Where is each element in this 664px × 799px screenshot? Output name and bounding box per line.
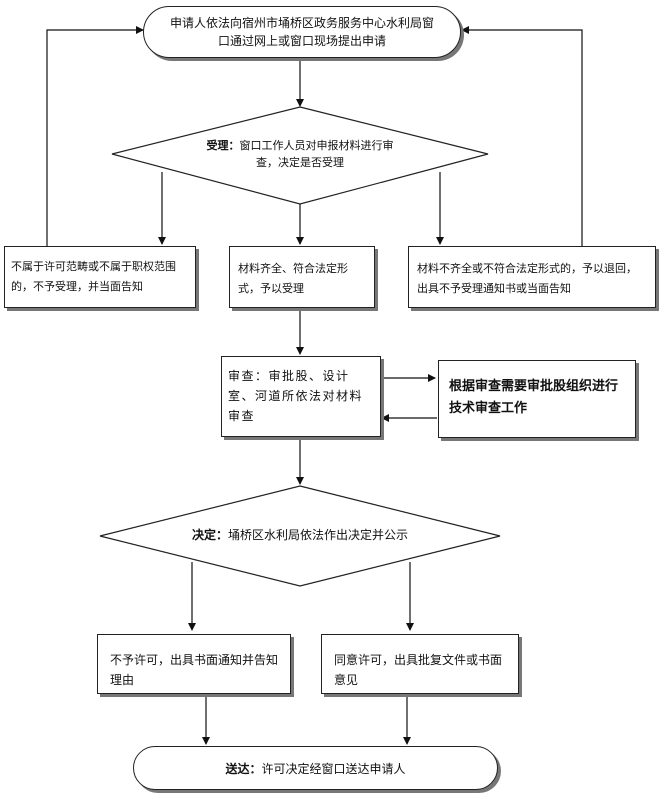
accepted-text: 材料齐全、符合法定形式，予以受理 <box>238 262 348 295</box>
arrow-reject-scope-back-to-start <box>46 26 144 246</box>
arrow-incomplete-back-to-start <box>461 26 583 246</box>
approve-text: 同意许可，出具批复文件或书面意见 <box>334 653 503 687</box>
deny-box: 不予许可，出具书面通知并告知理由 <box>97 634 291 694</box>
start-text: 申请人依法向宿州市埇桥区政务服务中心水利局窗口通过网上或窗口现场提出申请 <box>170 16 435 48</box>
decision-text: 决定：埇桥区水利局依法作出决定并公示 <box>150 527 450 544</box>
deliver-text: 许可决定经窗口送达申请人 <box>261 761 406 776</box>
decision-body: 埇桥区水利局依法作出决定并公示 <box>228 528 409 542</box>
accepted-box: 材料齐全、符合法定形式，予以受理 <box>229 246 375 308</box>
review-text: 审查：审批股、设计室、河道所依法对材料审查 <box>228 369 364 423</box>
decision-label: 决定： <box>191 528 228 542</box>
decision-diamond <box>99 485 501 587</box>
tech-review-box: 根据审查需要审批股组织进行技术审查工作 <box>438 360 636 438</box>
start-node: 申请人依法向宿州市埇桥区政务服务中心水利局窗口通过网上或窗口现场提出申请 <box>143 6 461 58</box>
deliver-node: 送达：许可决定经窗口送达申请人 <box>133 746 498 790</box>
accept-text: 受理：窗口工作人员对申报材料进行审查，决定是否受理 <box>205 137 395 171</box>
accept-label: 受理： <box>206 139 240 152</box>
accept-body: 窗口工作人员对申报材料进行审查，决定是否受理 <box>239 139 394 169</box>
tech-review-text: 根据审查需要审批股组织进行技术审查工作 <box>449 379 619 416</box>
review-box: 审查：审批股、设计室、河道所依法对材料审查 <box>221 356 381 437</box>
incomplete-text: 材料不齐全或不符合法定形式的，予以退回，出具不予受理通知书或当面告知 <box>417 262 637 295</box>
deny-text: 不予许可，出具书面通知并告知理由 <box>110 653 279 687</box>
deliver-content: 送达：许可决定经窗口送达申请人 <box>225 760 405 777</box>
reject-scope-box: 不属于许可范畴或不属于职权范围的，不予受理，并当面告知 <box>4 246 196 308</box>
approve-box: 同意许可，出具批复文件或书面意见 <box>321 634 519 694</box>
deliver-label: 送达： <box>225 761 262 776</box>
incomplete-box: 材料不齐全或不符合法定形式的，予以退回，出具不予受理通知书或当面告知 <box>408 246 656 308</box>
reject-scope-text: 不属于许可范畴或不属于职权范围的，不予受理，并当面告知 <box>11 260 176 293</box>
accept-diamond <box>111 106 489 205</box>
